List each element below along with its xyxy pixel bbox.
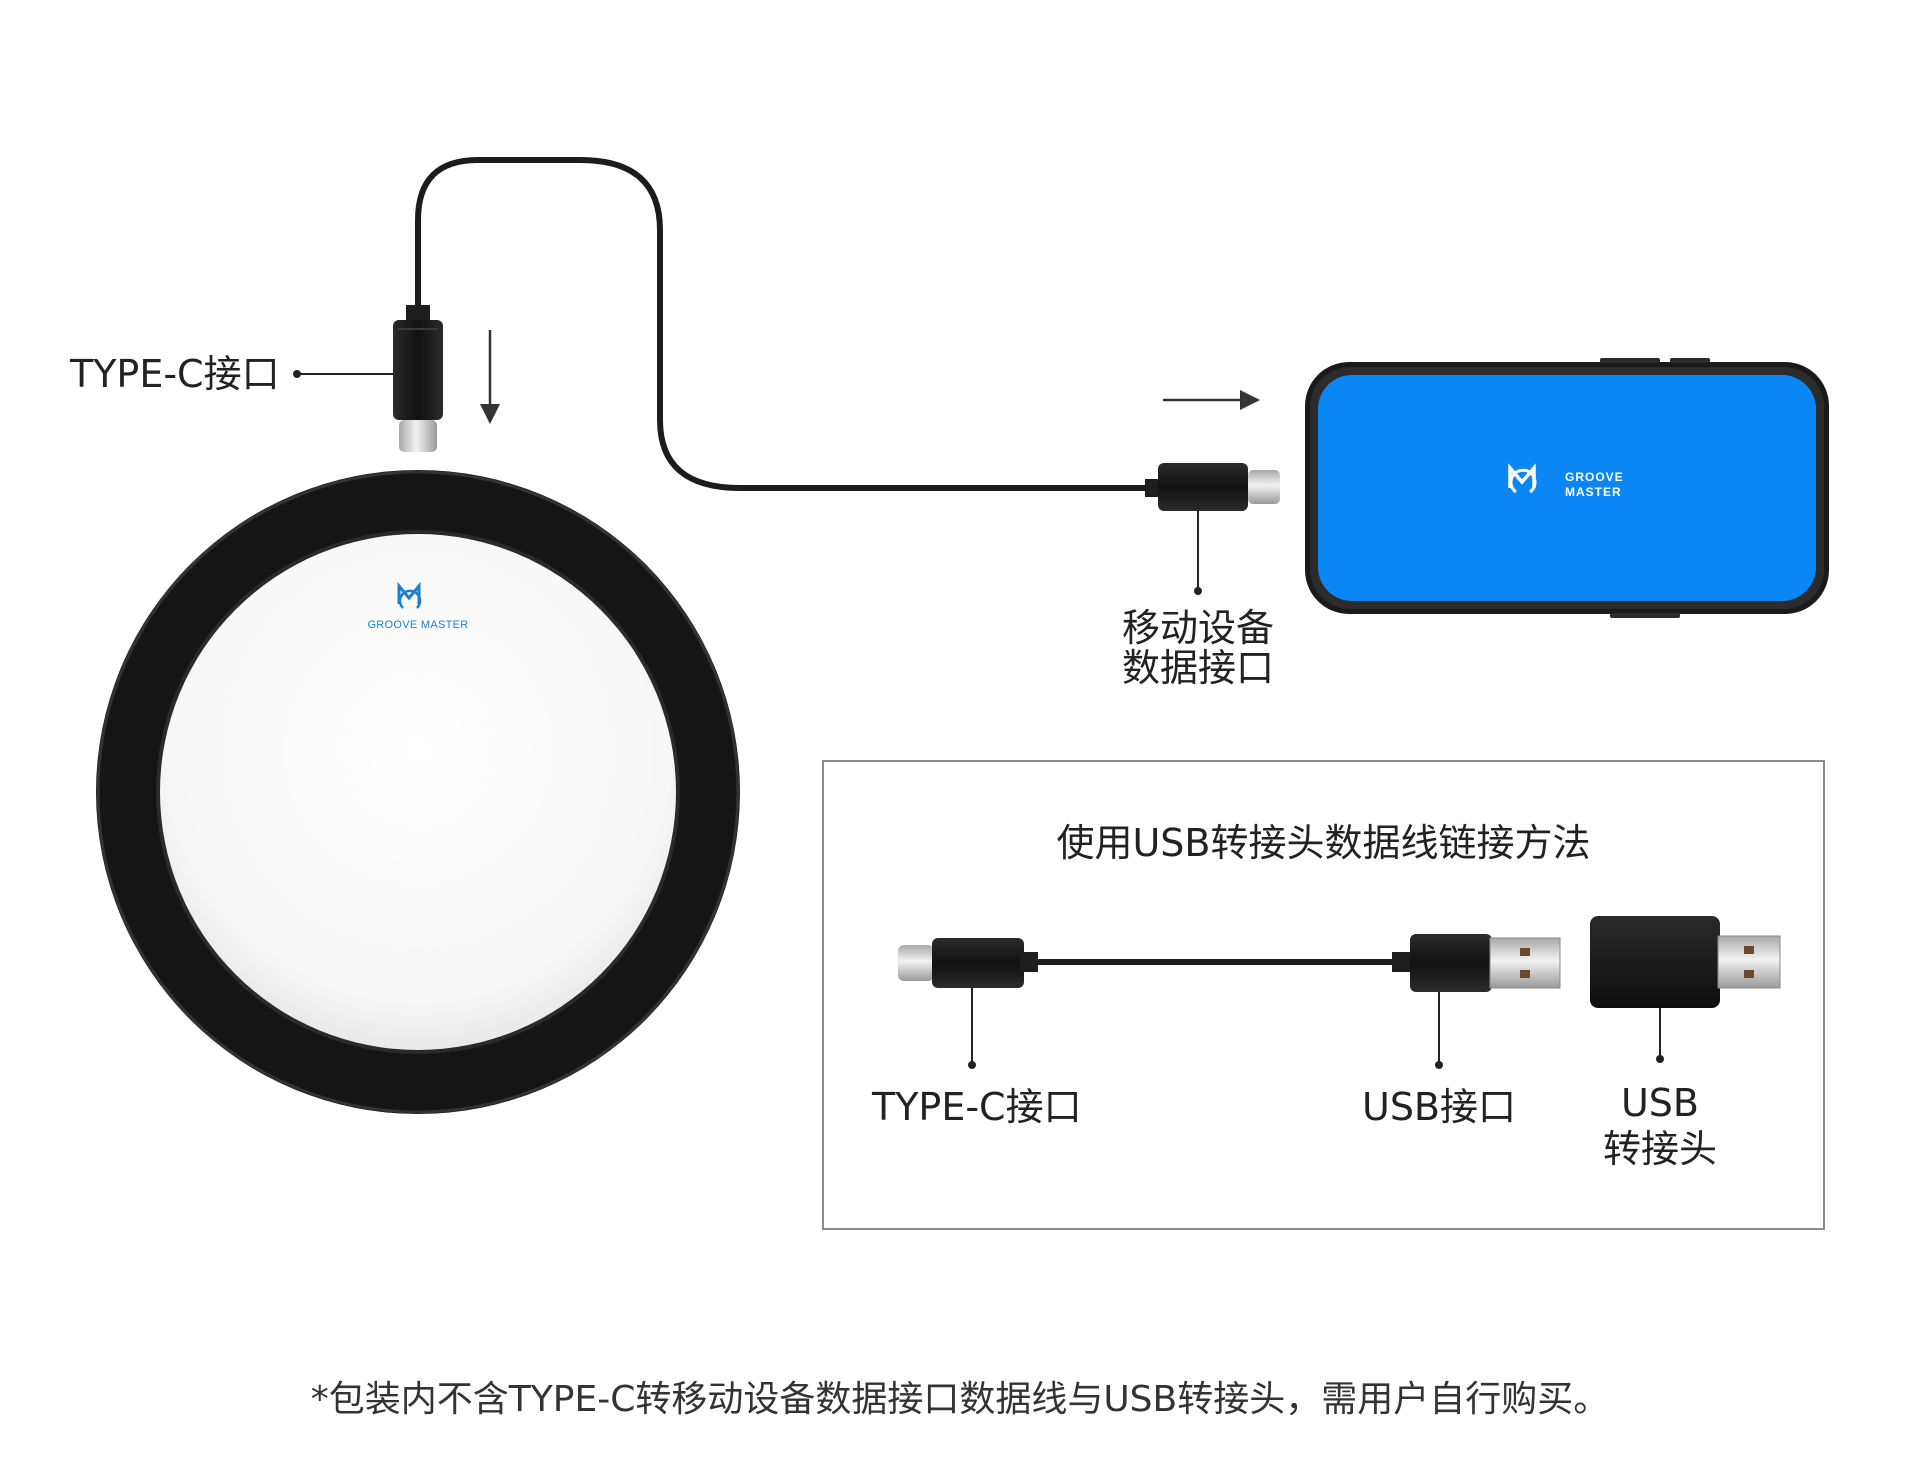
pad-port-label: TYPE-C接口 [70, 352, 280, 396]
pad-brand-text: GROOVE MASTER [367, 619, 468, 631]
usb-method-box [822, 760, 1825, 1230]
box-typec-label: TYPE-C接口 [872, 1085, 1082, 1129]
box-adapter-label-line1: USB [1620, 1081, 1699, 1125]
phone-brand-line1: GROOVE [1565, 470, 1624, 484]
pad-typec-plug [393, 305, 443, 452]
box-adapter-label-line2: 转接头 [1602, 1127, 1717, 1171]
phone-logo-icon [1508, 463, 1537, 494]
main-cable [415, 157, 1163, 491]
phone-screen [1318, 375, 1816, 601]
pad-playing-surface [160, 534, 676, 1050]
footnote: *包装内不含TYPE-C转移动设备数据接口数据线与USB转接头，需用户自行购买。 [310, 1379, 1610, 1420]
usb-method-title: 使用USB转接头数据线链接方法 [1056, 821, 1591, 865]
phone-port-label-line2: 数据接口 [1121, 646, 1274, 690]
box-usb-label: USB接口 [1362, 1085, 1517, 1129]
usb-adapter [1590, 916, 1781, 1008]
pad-logo-icon [397, 581, 422, 609]
box-typec-plug [898, 938, 1038, 988]
box-adapter-label: USB 转接头 [1590, 1080, 1730, 1172]
phone-brand-line2: MASTER [1565, 485, 1622, 499]
phone-typec-plug [1145, 463, 1280, 511]
phone-port-label: 移动设备 数据接口 [1113, 608, 1283, 688]
phone-port-label-line1: 移动设备 [1121, 606, 1274, 650]
mobile-phone: GROOVE MASTER [1305, 358, 1829, 618]
box-usb-a-plug [1392, 934, 1561, 992]
practice-pad: GROOVE MASTER [96, 470, 740, 1114]
